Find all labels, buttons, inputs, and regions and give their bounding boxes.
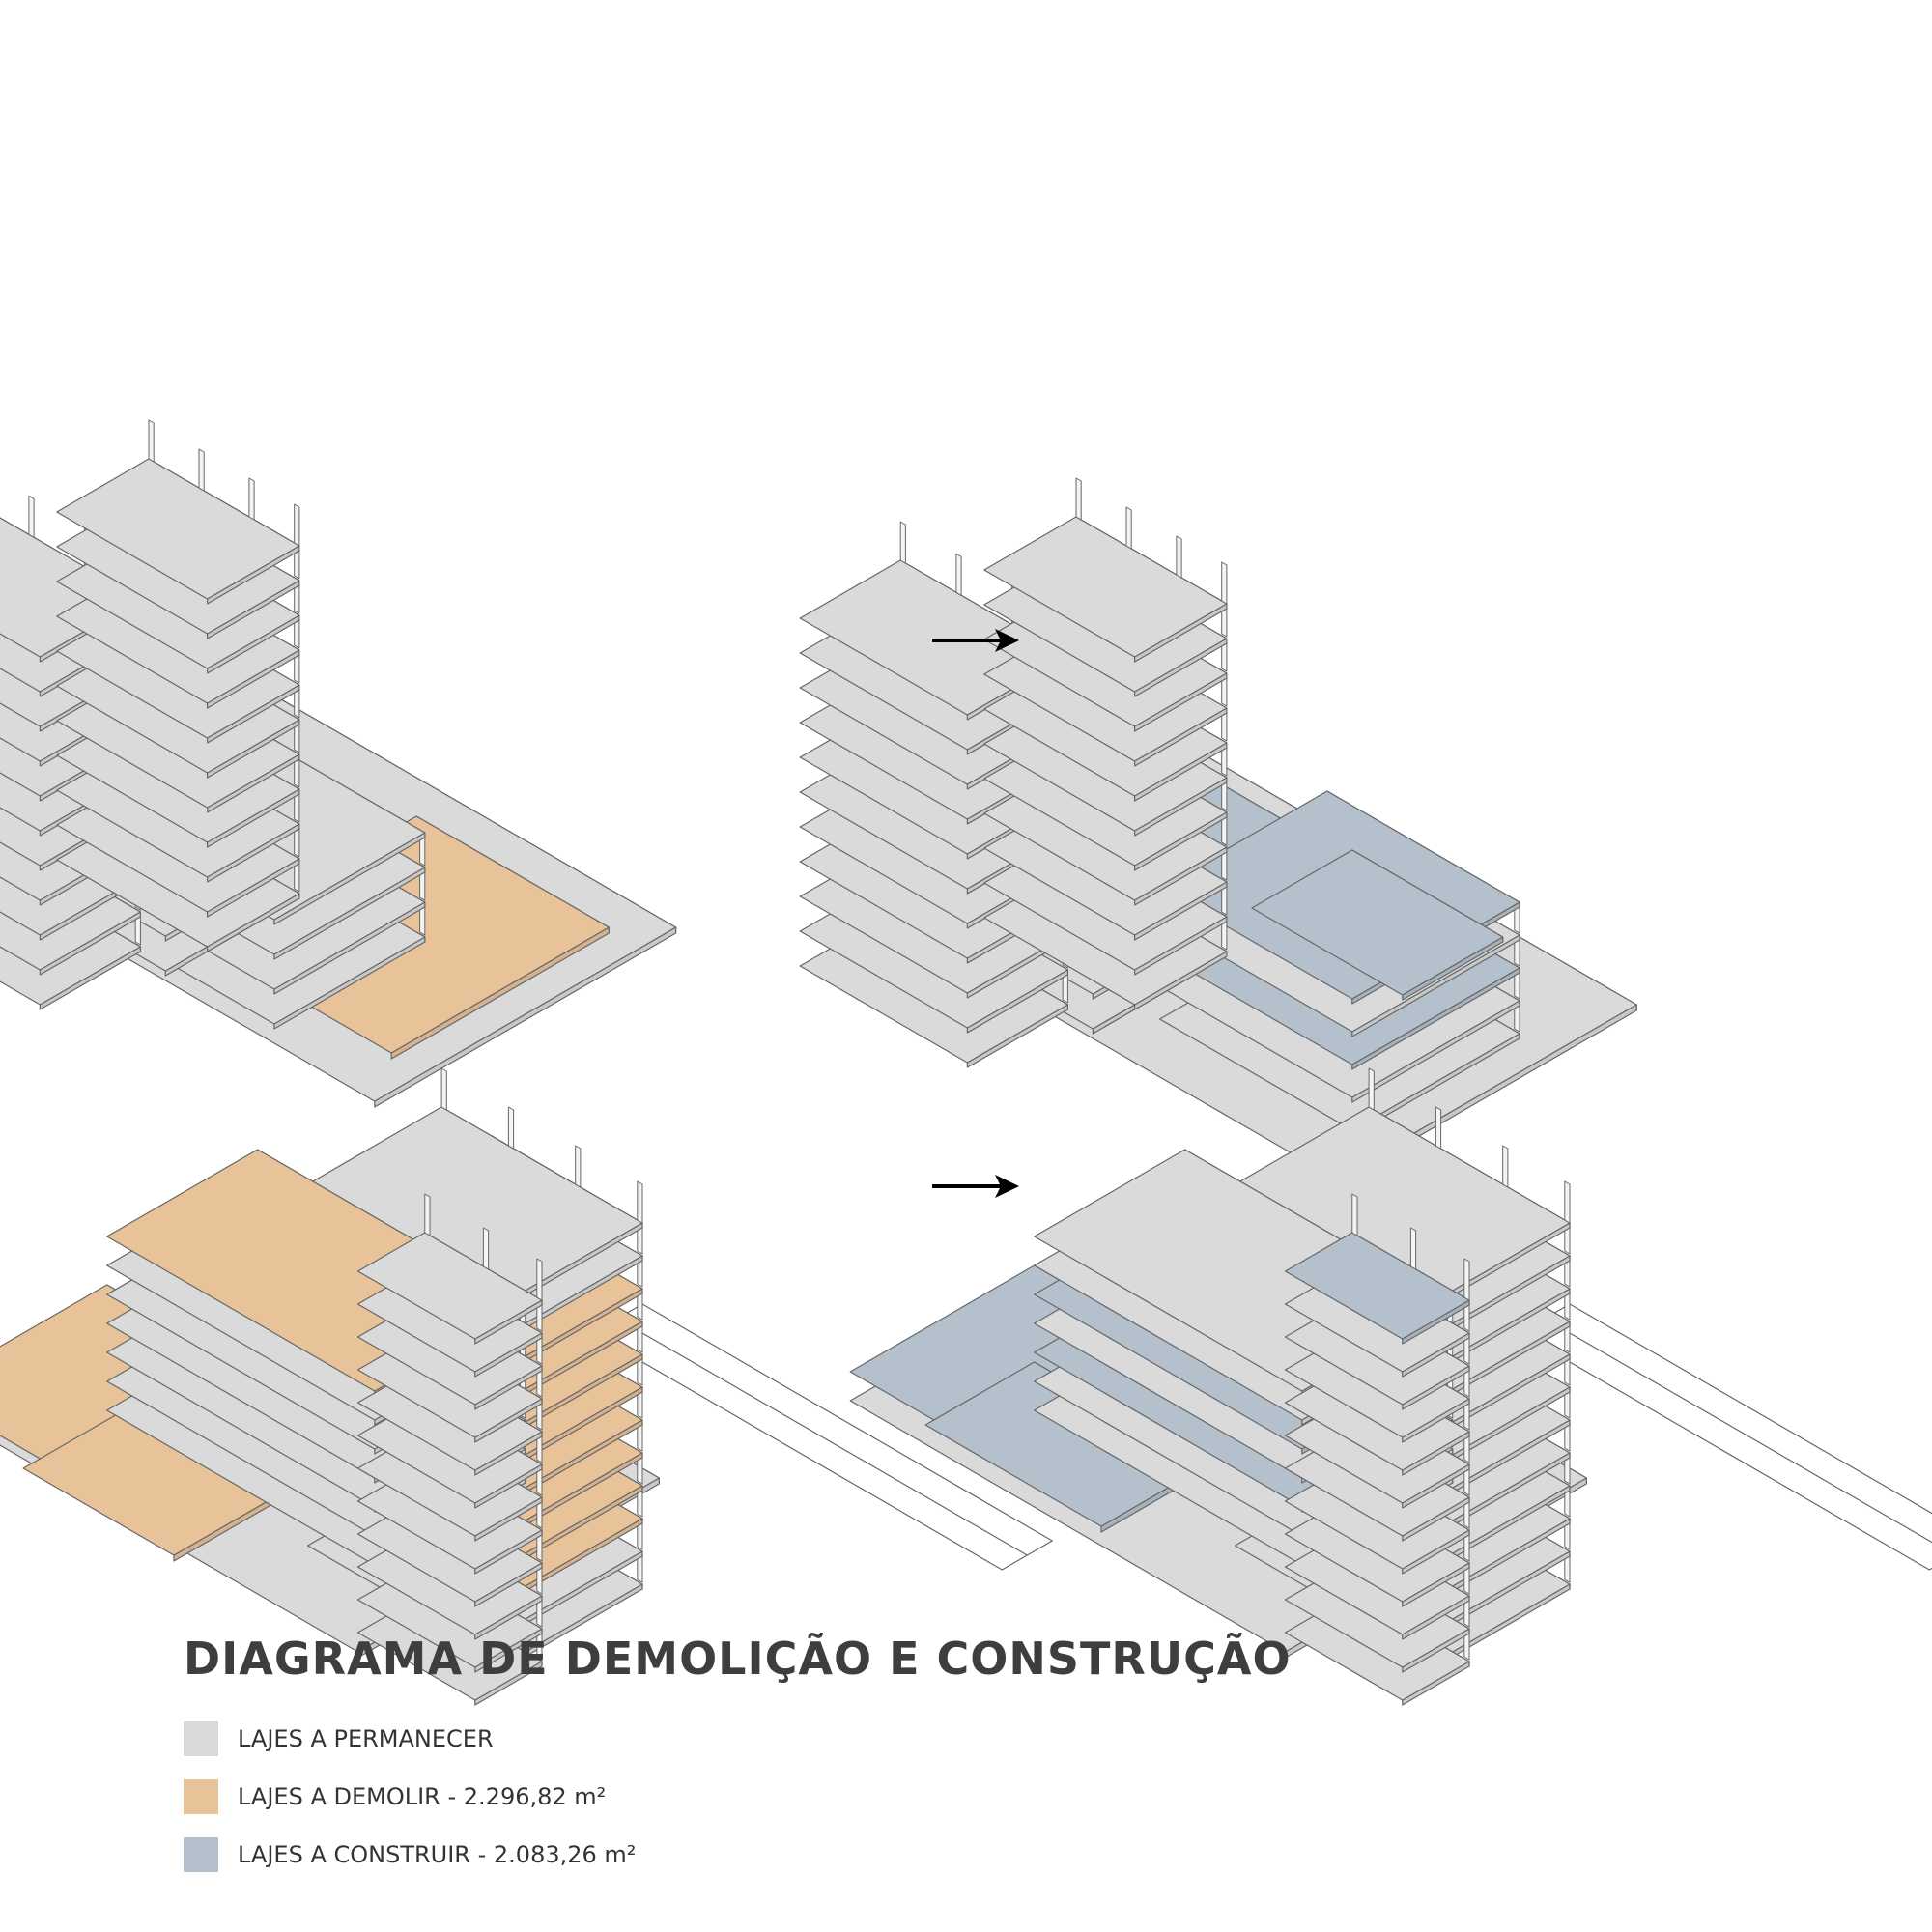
legend-item-demolish: LAJES A DEMOLIR - 2.296,82 m² bbox=[184, 1777, 606, 1816]
legend-item-build: LAJES A CONSTRUIR - 2.083,26 m² bbox=[184, 1835, 636, 1874]
column bbox=[536, 1258, 543, 1301]
column bbox=[1075, 477, 1082, 521]
legend-swatch-demolish bbox=[184, 1779, 218, 1814]
column bbox=[575, 1145, 582, 1188]
slab-keep bbox=[356, 1232, 543, 1340]
column bbox=[1125, 506, 1132, 550]
column bbox=[440, 1067, 447, 1111]
axonometric-bottom-after bbox=[849, 1067, 1932, 1706]
axonometric-top-after bbox=[799, 477, 1637, 1185]
column bbox=[1435, 1106, 1442, 1150]
legend-label-keep: LAJES A PERMANECER bbox=[238, 1725, 494, 1752]
legend-item-keep: LAJES A PERMANECER bbox=[184, 1719, 494, 1758]
column bbox=[1409, 1227, 1417, 1270]
column bbox=[1176, 535, 1182, 579]
column bbox=[198, 448, 205, 492]
slab-build bbox=[1251, 849, 1504, 996]
column bbox=[507, 1106, 515, 1150]
column bbox=[899, 521, 906, 564]
legend-label-build: LAJES A CONSTRUIR - 2.083,26 m² bbox=[238, 1841, 637, 1868]
column bbox=[148, 419, 155, 463]
column bbox=[1502, 1145, 1509, 1188]
column bbox=[28, 495, 35, 538]
axonometric-top-before bbox=[0, 419, 677, 1108]
column bbox=[1463, 1258, 1470, 1301]
street-line bbox=[1544, 1318, 1932, 1544]
legend-label-demolish: LAJES A DEMOLIR - 2.296,82 m² bbox=[238, 1783, 607, 1810]
column bbox=[955, 553, 962, 596]
street-line bbox=[616, 1318, 1028, 1556]
arrow-right-icon bbox=[932, 629, 1019, 652]
column bbox=[1368, 1067, 1375, 1111]
slab-build bbox=[1284, 1232, 1470, 1340]
diagram-title: DIAGRAMA DE DEMOLIÇÃO E CONSTRUÇÃO bbox=[184, 1633, 1292, 1685]
column bbox=[1564, 1180, 1571, 1224]
column bbox=[294, 503, 300, 547]
column bbox=[424, 1193, 431, 1236]
column bbox=[1221, 561, 1228, 605]
legend-swatch-keep bbox=[184, 1721, 218, 1756]
legend-swatch-build bbox=[184, 1837, 218, 1872]
street bbox=[1519, 1303, 1932, 1571]
column bbox=[1351, 1193, 1358, 1236]
column bbox=[482, 1227, 490, 1270]
arrow-right-icon bbox=[932, 1175, 1019, 1198]
axonometric-bottom-before bbox=[0, 1067, 1053, 1706]
column bbox=[248, 477, 255, 521]
column bbox=[637, 1180, 643, 1224]
